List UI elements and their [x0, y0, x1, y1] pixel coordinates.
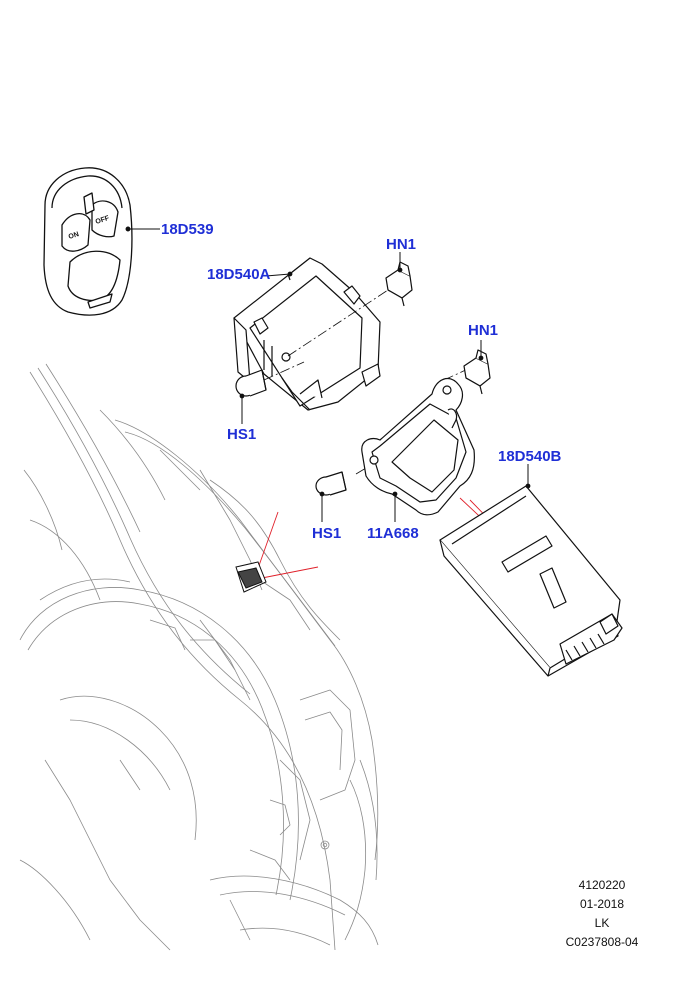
- remote-on-button-label: ON: [68, 231, 80, 241]
- remote-off-button-label: OFF: [95, 215, 111, 226]
- callout-hn1-upper: HN1: [386, 236, 417, 253]
- callout-18d540b: 18D540B: [498, 448, 562, 465]
- callout-hs1-lower: HS1: [312, 525, 342, 542]
- module-location-in-vehicle: [235, 561, 267, 593]
- drawing-reference-block: 4120220 01-2018 LK C0237808-04: [548, 876, 656, 952]
- bracket-11a668: [361, 377, 475, 522]
- module-18d540b: [439, 464, 623, 677]
- leader-18d540a: [265, 273, 291, 277]
- callout-hn1-lower: HN1: [468, 322, 499, 339]
- callout-18d540a: 18D540A: [207, 266, 271, 283]
- screw-hs1-lower: [315, 471, 347, 522]
- callout-hs1-left: HS1: [227, 426, 257, 443]
- callout-18d539: 18D539: [161, 221, 214, 238]
- drawing-date: 01-2018: [579, 897, 625, 911]
- module-18d540a: [233, 257, 381, 411]
- callout-11a668: 11A668: [367, 525, 419, 542]
- nut-hn1-lower: [463, 340, 491, 395]
- drawing-id: C0237808-04: [565, 935, 639, 949]
- remote-control-18d539: [43, 167, 160, 316]
- drawing-code: LK: [594, 916, 610, 930]
- screw-hs1-left: [235, 369, 267, 424]
- reference-number: 4120220: [578, 878, 626, 892]
- nut-hn1-upper: [385, 252, 413, 307]
- vehicle-rear-body-outline: [19, 363, 379, 951]
